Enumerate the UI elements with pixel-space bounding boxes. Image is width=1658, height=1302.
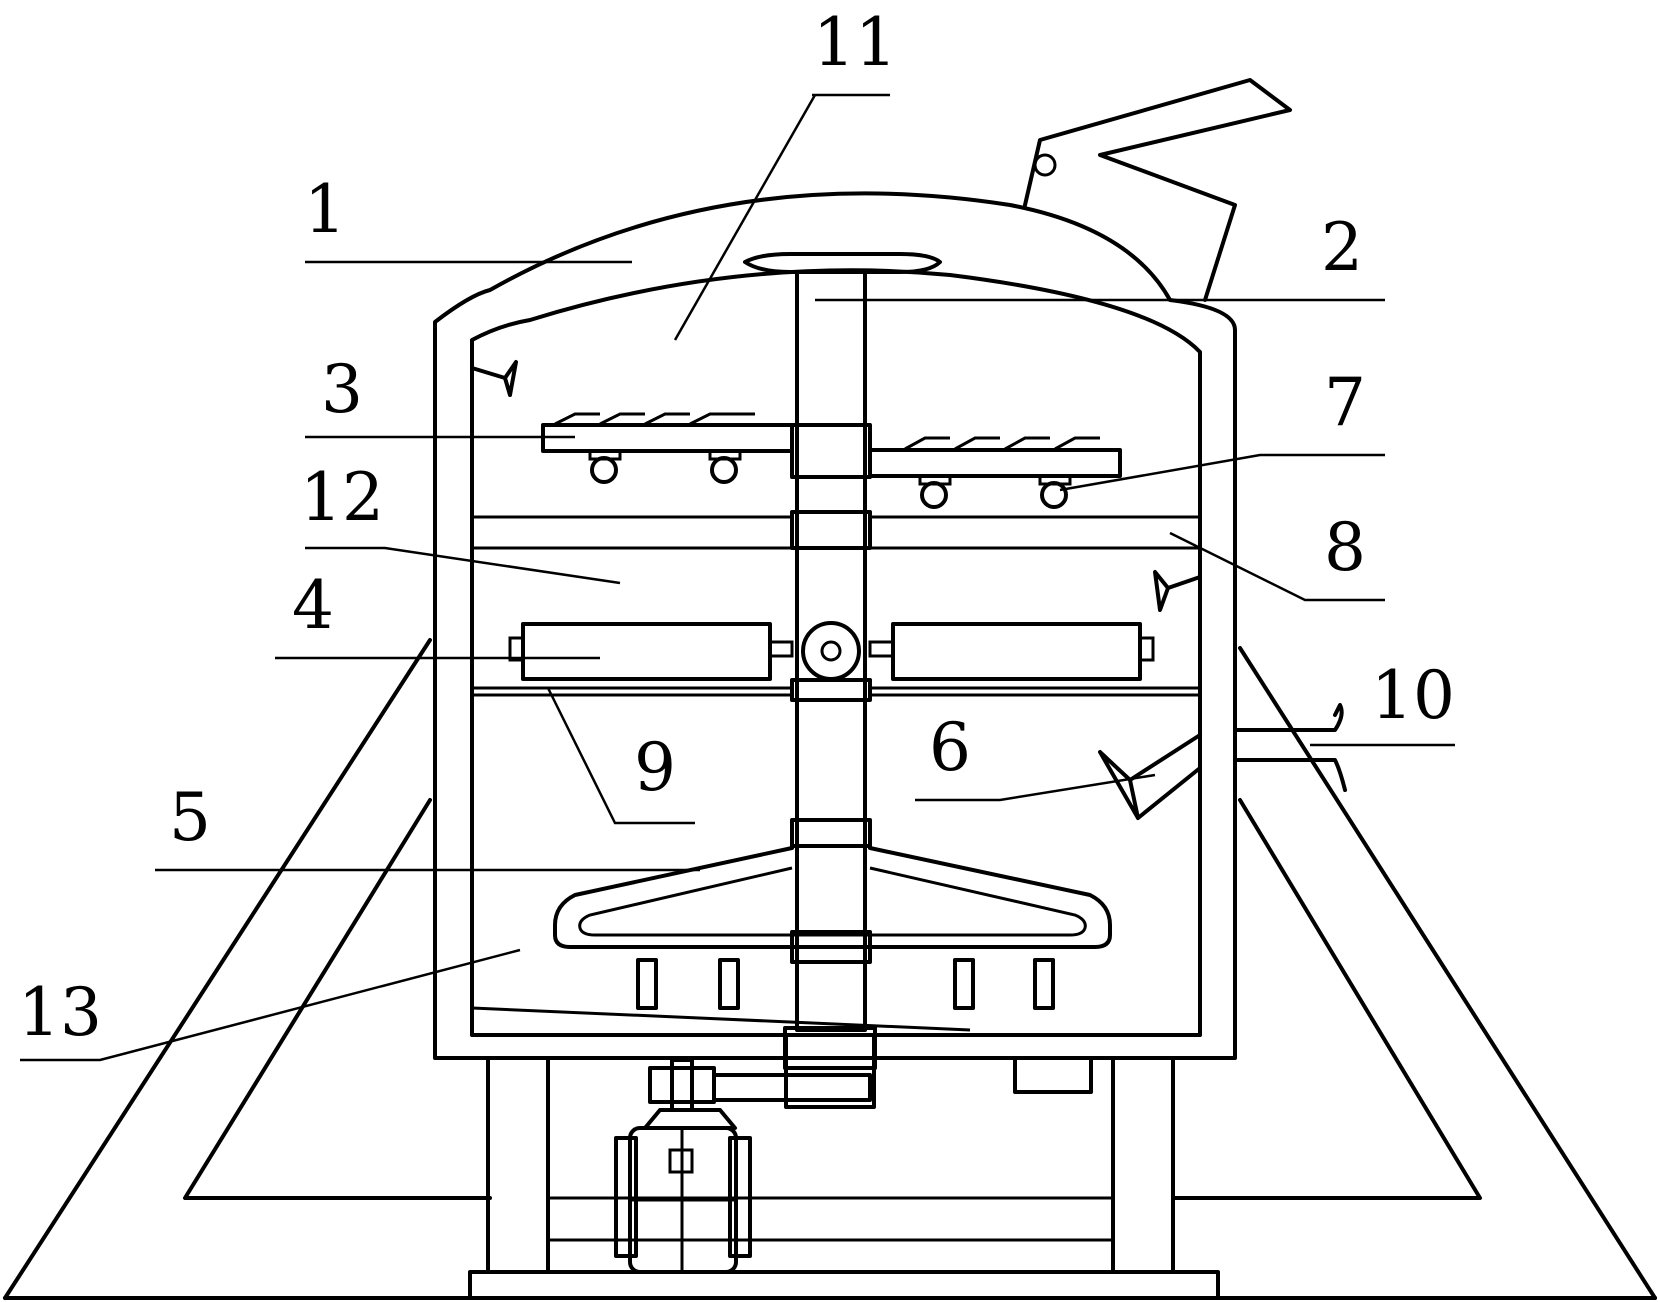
spray-heads-left	[554, 412, 755, 426]
wall-nozzles	[470, 360, 1202, 820]
label-7: 7	[1324, 364, 1366, 441]
leader-lines	[20, 93, 1455, 1062]
label-10: 10	[1371, 657, 1455, 734]
stirring-paddle	[553, 846, 1112, 1010]
label-12: 12	[300, 459, 384, 536]
discharge-outlet	[1233, 703, 1347, 792]
label-6: 6	[929, 709, 971, 786]
label-5: 5	[169, 779, 211, 856]
callout-labels: 1 2 3 4 5 6 7 8 9 10 11 12 13	[18, 4, 1455, 1051]
label-4: 4	[292, 567, 334, 644]
nozzle-wheels	[588, 449, 1072, 509]
base-stand	[468, 1056, 1220, 1300]
upper-spray-arm	[541, 412, 1122, 509]
screen-plate	[472, 686, 1200, 697]
label-2: 2	[1321, 209, 1363, 286]
drive-motor	[614, 1033, 876, 1274]
spray-heads-right	[904, 436, 1100, 451]
label-8: 8	[1324, 509, 1366, 586]
label-11: 11	[813, 4, 897, 81]
label-3: 3	[321, 351, 363, 428]
label-13: 13	[18, 974, 102, 1051]
partition-plate	[472, 515, 1200, 550]
label-9: 9	[634, 729, 676, 806]
feed-hopper	[1023, 78, 1292, 302]
label-1: 1	[304, 171, 346, 248]
crushing-rollers	[508, 621, 1155, 681]
